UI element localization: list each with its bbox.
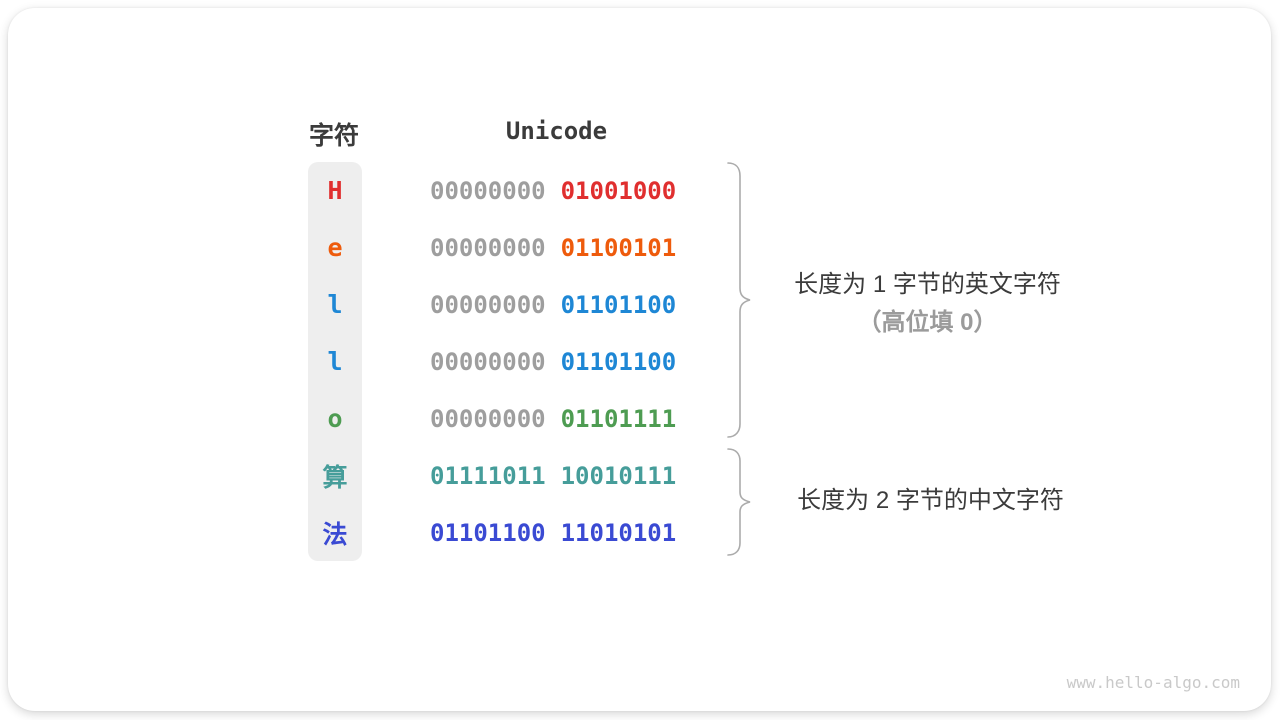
table-row: l 00000000 01101100 (0, 276, 1280, 333)
column-header-unicode: Unicode (505, 117, 608, 145)
character-cell: l (327, 347, 343, 376)
annotation-english-line2: （高位填 0） (857, 309, 998, 336)
column-header-char: 字符 (308, 122, 359, 150)
byte-low: 01101100 (560, 290, 677, 319)
unicode-binary: 01101100 11010101 (430, 504, 676, 561)
unicode-binary: 01111011 10010111 (430, 447, 676, 504)
byte-high: 01111011 (430, 461, 546, 490)
annotation-chinese: 长度为 2 字节的中文字符 (797, 487, 1064, 514)
byte-high: 00000000 (430, 404, 546, 433)
character-cell: H (327, 176, 343, 205)
byte-low: 01101111 (560, 404, 677, 433)
character-cell: e (327, 233, 343, 262)
table-row: o 00000000 01101111 (0, 390, 1280, 447)
brace-english-group (727, 162, 751, 438)
table-row: H 00000000 01001000 (0, 162, 1280, 219)
watermark: www.hello-algo.com (1066, 673, 1240, 692)
byte-low: 01101100 (560, 347, 677, 376)
unicode-binary: 00000000 01101100 (430, 276, 676, 333)
unicode-binary: 00000000 01100101 (430, 219, 676, 276)
annotation-english: 长度为 1 字节的英文字符 （高位填 0） (755, 266, 1100, 342)
unicode-binary: 00000000 01101111 (430, 390, 676, 447)
card (8, 8, 1271, 711)
byte-low: 11010101 (560, 518, 677, 547)
character-cell: 算 (322, 462, 348, 492)
byte-low: 10010111 (560, 461, 677, 490)
byte-high: 00000000 (430, 347, 546, 376)
table-row: e 00000000 01100101 (0, 219, 1280, 276)
character-cell: 法 (322, 519, 348, 549)
byte-high: 00000000 (430, 290, 546, 319)
character-cell: l (327, 290, 343, 319)
byte-low: 01001000 (560, 176, 677, 205)
table-row: 算 01111011 10010111 (0, 447, 1280, 504)
byte-high: 01101100 (430, 518, 546, 547)
byte-high: 00000000 (430, 233, 546, 262)
brace-chinese-group (727, 448, 751, 556)
byte-high: 00000000 (430, 176, 546, 205)
byte-low: 01100101 (560, 233, 677, 262)
unicode-binary: 00000000 01101100 (430, 333, 676, 390)
char-column-background (308, 162, 362, 561)
table-row: 法 01101100 11010101 (0, 504, 1280, 561)
table-row: l 00000000 01101100 (0, 333, 1280, 390)
character-cell: o (327, 404, 343, 433)
annotation-english-line1: 长度为 1 字节的英文字符 (794, 271, 1061, 298)
unicode-binary: 00000000 01001000 (430, 162, 676, 219)
